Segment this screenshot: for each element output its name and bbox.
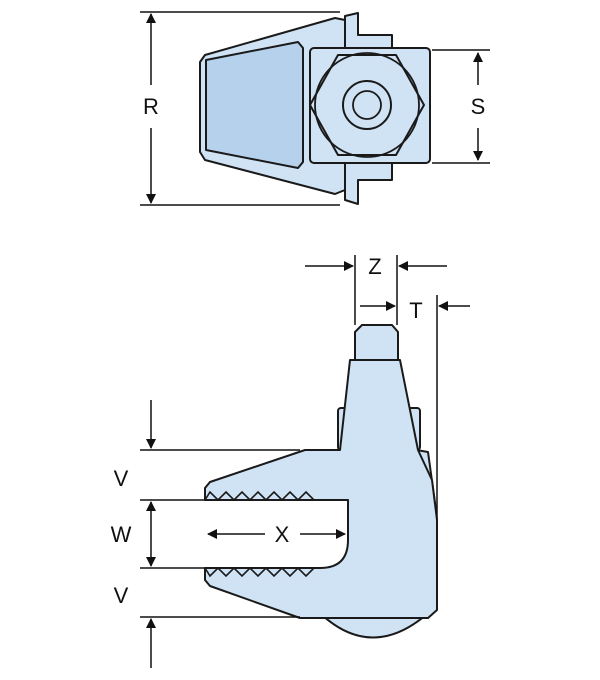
w-label: W xyxy=(111,522,132,547)
x-label: X xyxy=(275,522,290,547)
side-thread-lower xyxy=(204,566,315,578)
top-hex-chamfer xyxy=(314,52,420,158)
s-label: S xyxy=(471,94,486,119)
top-tab-upper xyxy=(344,12,393,48)
t-label: T xyxy=(409,298,422,323)
side-thread-upper xyxy=(204,490,315,502)
top-view: R S xyxy=(140,11,490,206)
r-label: R xyxy=(143,94,159,119)
side-view: Z T V W X V xyxy=(111,254,470,668)
side-bolt-tip xyxy=(354,324,399,361)
z-label: Z xyxy=(368,254,381,279)
side-main-body xyxy=(204,359,438,619)
top-wedge-bevel xyxy=(205,41,304,169)
v-lower-label: V xyxy=(114,583,129,608)
top-bolt-inner xyxy=(352,90,382,120)
v-upper-label: V xyxy=(114,466,129,491)
top-tab-lower xyxy=(344,162,393,205)
